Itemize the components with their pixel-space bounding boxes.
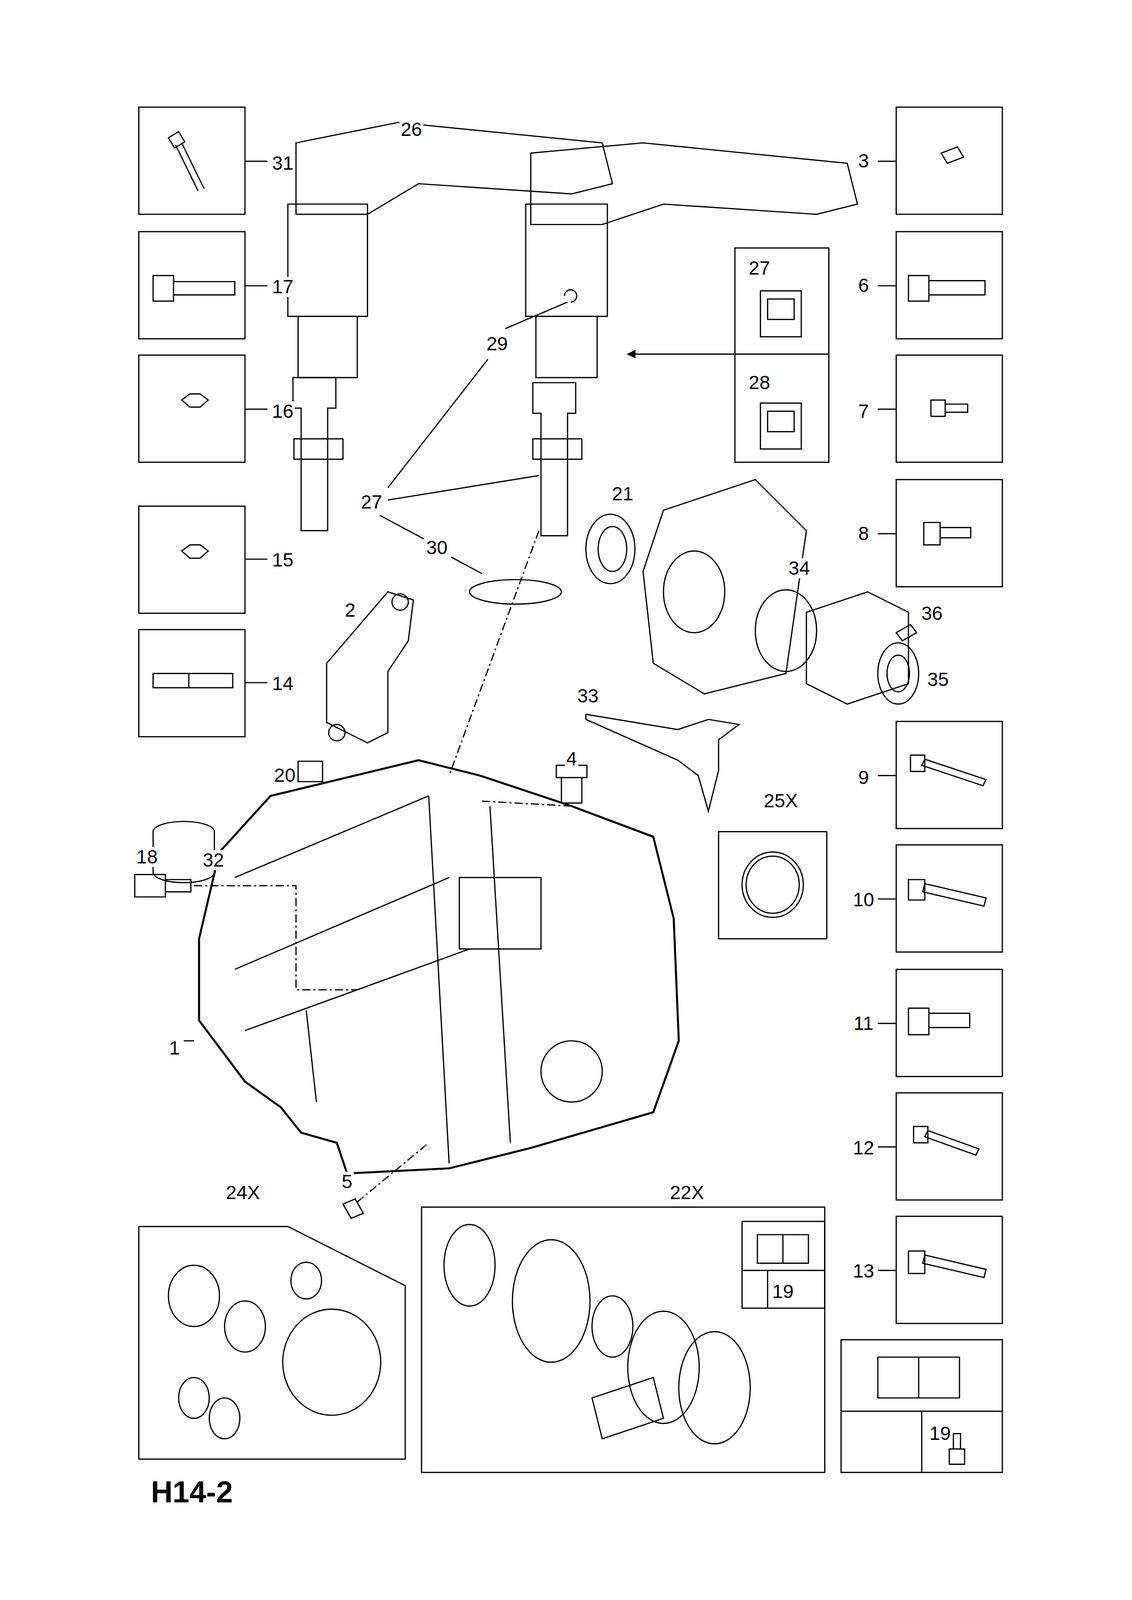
callout-number: 27 <box>747 258 772 279</box>
callout-number: 35 <box>926 669 951 690</box>
callout-number: 20 <box>272 765 298 786</box>
callout-number: 8 <box>856 523 871 544</box>
callout-number: 13 <box>851 1261 876 1282</box>
callout-number: 16 <box>270 401 295 422</box>
callout-number: 19 <box>771 1282 796 1303</box>
diagram-id: H14-2 <box>151 1477 234 1508</box>
callout-number: 27 <box>359 492 384 513</box>
callout-number: 18 <box>135 847 160 868</box>
callout-number: 12 <box>851 1138 876 1159</box>
callout-number: 34 <box>787 558 812 579</box>
callout-number: 19 <box>928 1424 953 1445</box>
callout-number: 28 <box>747 372 772 393</box>
callout-number: 9 <box>856 767 871 788</box>
callout-number: 6 <box>856 275 871 296</box>
callout-number: 17 <box>270 276 295 298</box>
callout-number: 25X <box>762 791 800 812</box>
callout-number: 30 <box>424 537 449 559</box>
callout-number: 32 <box>201 850 226 871</box>
callout-number: 15 <box>270 550 295 571</box>
callout-number: 3 <box>856 151 871 172</box>
callout-number: 21 <box>610 484 635 505</box>
callout-number: 29 <box>485 333 510 355</box>
callout-number: 24X <box>224 1183 262 1204</box>
callout-number: 1 <box>167 1038 182 1059</box>
callout-number: 5 <box>340 1172 354 1193</box>
callout-number: 22X <box>668 1183 706 1204</box>
callout-number: 11 <box>852 1013 876 1034</box>
callout-number: 2 <box>343 600 357 621</box>
callout-number: 7 <box>856 401 871 422</box>
callout-number: 33 <box>575 686 600 707</box>
callout-number: 10 <box>851 890 876 911</box>
callout-number: 31 <box>270 153 295 174</box>
callout-number: 14 <box>270 673 295 694</box>
callout-number: 4 <box>564 749 579 770</box>
callout-number: 26 <box>399 119 424 140</box>
callout-number: 36 <box>919 603 945 624</box>
